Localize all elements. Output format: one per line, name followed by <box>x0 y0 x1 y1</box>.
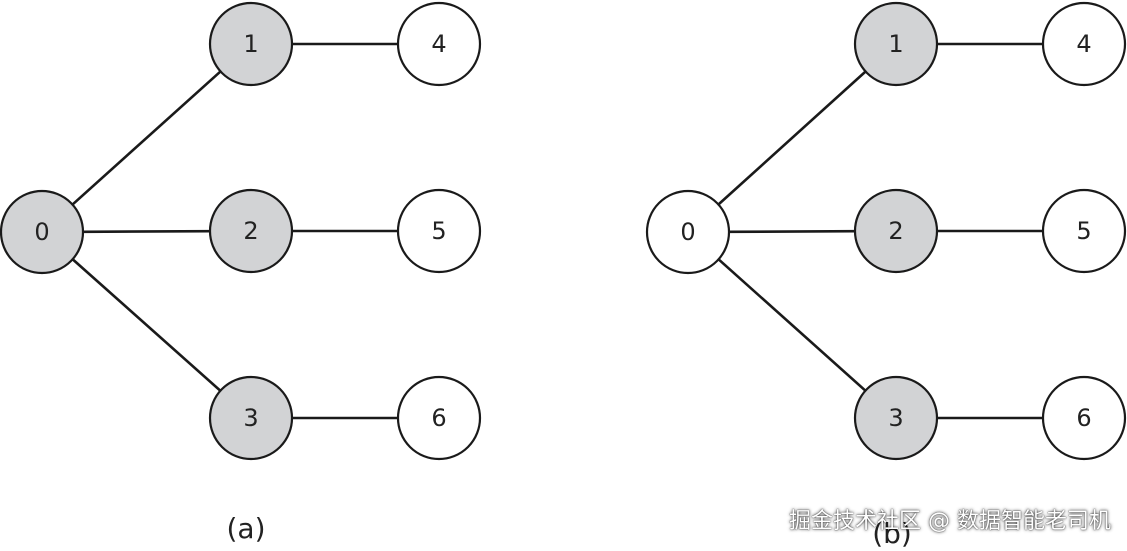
node-label: 2 <box>888 217 903 245</box>
node-label: 1 <box>243 30 258 58</box>
node-5: 5 <box>1041 188 1127 274</box>
watermark-text: 掘金技术社区 @ 数据智能老司机 <box>789 509 1111 534</box>
graph-caption: (a) <box>226 512 265 545</box>
node-label: 0 <box>680 218 695 246</box>
node-label: 1 <box>888 30 903 58</box>
node-4: 4 <box>1041 1 1127 87</box>
node-circle <box>208 375 294 461</box>
node-circle <box>208 188 294 274</box>
node-circle <box>1041 188 1127 274</box>
node-circle <box>1041 1 1127 87</box>
node-label: 4 <box>1076 30 1091 58</box>
node-label: 5 <box>1076 217 1091 245</box>
node-label: 6 <box>1076 404 1091 432</box>
node-circle <box>1041 375 1127 461</box>
edge-0-1 <box>717 70 867 206</box>
node-circle <box>853 1 939 87</box>
node-label: 0 <box>34 218 49 246</box>
edge-0-1 <box>71 70 222 206</box>
node-2: 2 <box>853 188 939 274</box>
edge-0-2 <box>728 229 856 234</box>
node-circle <box>396 375 482 461</box>
node-2: 2 <box>208 188 294 274</box>
edge-0-2 <box>82 229 211 234</box>
graph-caption: (b) <box>872 517 912 550</box>
node-circle <box>396 188 482 274</box>
node-1: 1 <box>853 1 939 87</box>
node-circle <box>0 189 85 275</box>
node-0: 0 <box>0 189 85 275</box>
node-6: 6 <box>1041 375 1127 461</box>
node-5: 5 <box>396 188 482 274</box>
graph-a: 0 1 2 3 4 5 6 (a) <box>0 1 482 545</box>
node-circle <box>208 1 294 87</box>
node-label: 4 <box>431 30 446 58</box>
node-4: 4 <box>396 1 482 87</box>
node-label: 3 <box>888 404 903 432</box>
node-3: 3 <box>853 375 939 461</box>
node-circle <box>396 1 482 87</box>
graph-b: 0 1 2 3 4 5 6 (b) <box>645 1 1127 550</box>
node-label: 6 <box>431 404 446 432</box>
node-0: 0 <box>645 189 731 275</box>
node-3: 3 <box>208 375 294 461</box>
node-circle <box>853 188 939 274</box>
node-1: 1 <box>208 1 294 87</box>
node-circle <box>853 375 939 461</box>
node-label: 5 <box>431 217 446 245</box>
node-6: 6 <box>396 375 482 461</box>
edge-0-3 <box>717 258 867 392</box>
edge-0-3 <box>71 258 222 392</box>
node-label: 2 <box>243 217 258 245</box>
node-label: 3 <box>243 404 258 432</box>
node-circle <box>645 189 731 275</box>
